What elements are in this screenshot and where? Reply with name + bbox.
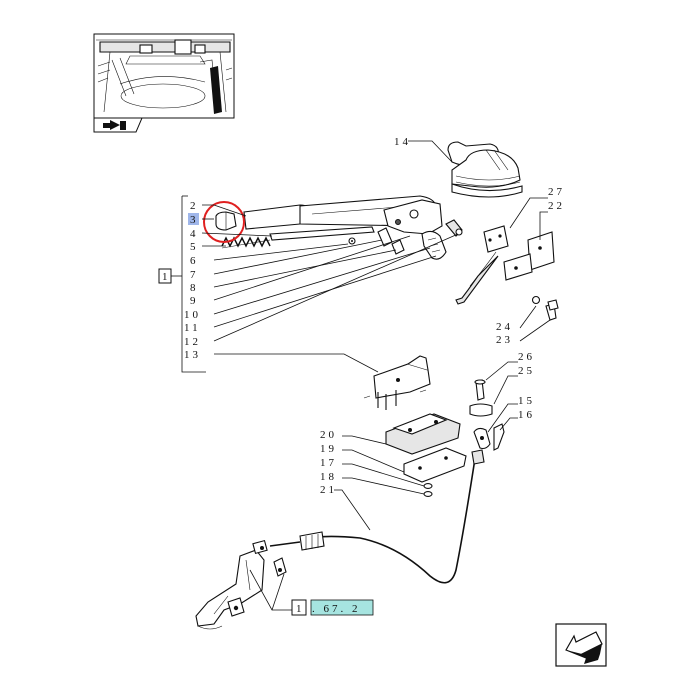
caliper-linkage[interactable] <box>195 539 287 630</box>
callout-26[interactable]: 26 <box>518 351 535 363</box>
arrow-down-left-icon <box>565 631 603 664</box>
ref-code[interactable]: . 67. 2 <box>312 603 361 615</box>
callout-24[interactable]: 24 <box>496 321 513 333</box>
locator-thumbnail[interactable] <box>93 33 235 119</box>
washers-17-18[interactable] <box>423 483 433 497</box>
callout-10[interactable]: 10 <box>184 309 201 321</box>
cable-clamp[interactable] <box>473 423 505 451</box>
callout-4[interactable]: 4 <box>190 228 199 240</box>
callout-16[interactable]: 16 <box>518 409 535 421</box>
callout-21[interactable]: 21 <box>320 484 337 496</box>
release-button[interactable] <box>215 211 237 231</box>
lever-boot[interactable] <box>447 141 523 198</box>
callout-7[interactable]: 7 <box>190 269 199 281</box>
handbrake-lever[interactable] <box>215 195 447 260</box>
callout-25[interactable]: 25 <box>518 365 535 377</box>
leader-lines-left <box>201 204 459 373</box>
spring[interactable] <box>221 236 271 249</box>
locator-tab[interactable] <box>93 117 143 133</box>
callout-3[interactable]: 3 <box>190 214 199 226</box>
callout-6[interactable]: 6 <box>190 255 199 267</box>
callout-27[interactable]: 27 <box>548 186 565 198</box>
callout-2[interactable]: 2 <box>190 200 199 212</box>
ref-prefix: 1 <box>296 603 305 615</box>
arrow-icon <box>103 120 126 130</box>
callout-9[interactable]: 9 <box>190 295 199 307</box>
bolt-24-23[interactable] <box>531 295 559 321</box>
screw-26-25[interactable] <box>469 379 493 417</box>
callout-8[interactable]: 8 <box>190 282 199 294</box>
lower-bracket[interactable] <box>363 355 431 410</box>
callout-13[interactable]: 13 <box>184 349 201 361</box>
callout-22[interactable]: 22 <box>548 200 565 212</box>
mount-plate-lower[interactable] <box>403 447 467 483</box>
group-bracket: 1 <box>158 195 206 373</box>
mount-plate-upper[interactable] <box>385 413 461 455</box>
callout-11[interactable]: 11 <box>184 322 201 334</box>
callout-19[interactable]: 19 <box>320 443 337 455</box>
callout-5[interactable]: 5 <box>190 241 199 253</box>
callout-18[interactable]: 18 <box>320 471 337 483</box>
brake-cable[interactable] <box>269 449 485 584</box>
callout-20[interactable]: 20 <box>320 429 337 441</box>
callout-15[interactable]: 15 <box>518 395 535 407</box>
callout-17[interactable]: 17 <box>320 457 337 469</box>
reference-link[interactable]: 1 . 67. 2 <box>249 569 374 616</box>
callout-12[interactable]: 12 <box>184 336 201 348</box>
highlight-circle <box>203 201 245 243</box>
callout-14: 14 <box>394 136 411 148</box>
next-page-button[interactable] <box>555 623 607 667</box>
switch-bracket[interactable] <box>455 225 555 305</box>
group-marker-1: 1 <box>162 271 171 283</box>
selected-callout-highlight <box>188 213 199 225</box>
callout-23[interactable]: 23 <box>496 334 513 346</box>
